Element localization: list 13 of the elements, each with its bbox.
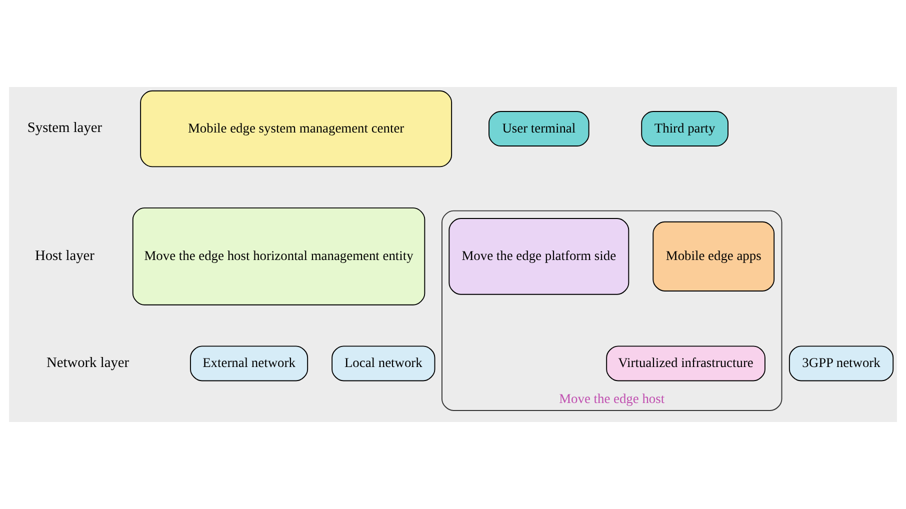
node-box: Virtualized infrastructure <box>606 346 766 382</box>
node-box: Move the edge platform side <box>448 218 630 295</box>
node-box: Mobile edge system management center <box>140 90 452 168</box>
node-box: Mobile edge apps <box>652 221 775 292</box>
label: System layer <box>27 120 102 136</box>
label: Network layer <box>46 354 130 371</box>
node-box: User terminal <box>488 111 590 147</box>
node-box: Local network <box>332 346 436 382</box>
node-box: Move the edge host horizontal management entity <box>132 207 426 306</box>
label: Host layer <box>34 248 94 264</box>
node-box: Third party <box>641 111 728 147</box>
node-box: External network <box>190 346 308 382</box>
node-box: 3GPP network <box>788 346 894 382</box>
